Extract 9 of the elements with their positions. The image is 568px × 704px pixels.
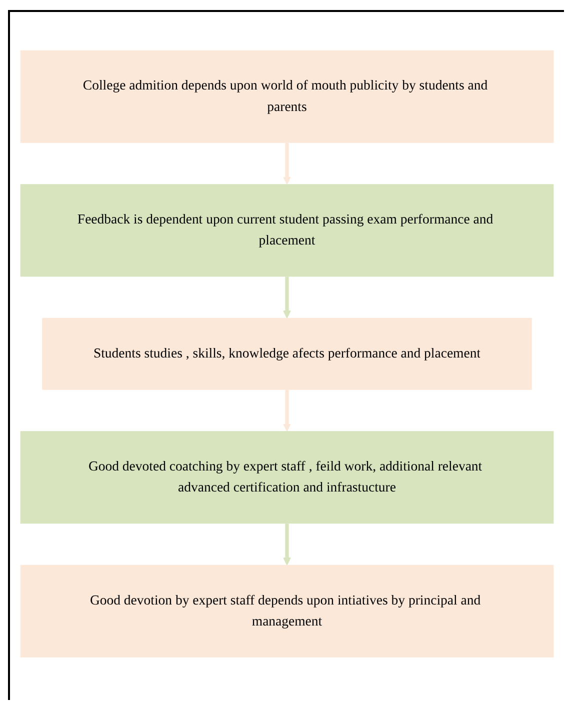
arrow — [282, 523, 292, 565]
node-box: Good devotion by expert staff depends upon intiatives by principal and management — [20, 564, 554, 658]
node-box: College admition depends upon world of mouth publicity by students and parents — [20, 50, 554, 142]
node-box: Students studies , skills, knowledge afects performance and placement — [42, 318, 532, 390]
arrow — [282, 276, 292, 318]
arrow — [282, 142, 292, 184]
node-box: Feedback is dependent upon current student passing exam performance and placement — [20, 184, 554, 276]
node-box: Good devoted coatching by expert staff , feild work, additional relevant advanced certification and infrastucture — [20, 430, 554, 524]
arrow — [282, 389, 292, 432]
